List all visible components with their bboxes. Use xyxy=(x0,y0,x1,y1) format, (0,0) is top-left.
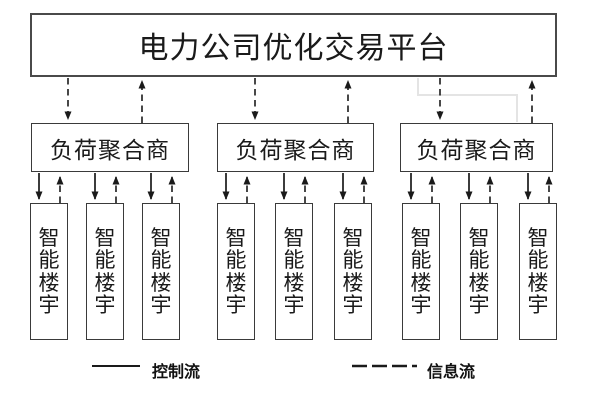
building-box-5: 智能楼宇 xyxy=(275,203,313,340)
aggregator-box-1: 负荷聚合商 xyxy=(31,123,189,172)
building-label: 智能楼宇 xyxy=(94,226,116,317)
building-box-3: 智能楼宇 xyxy=(142,203,180,340)
platform-box: 电力公司优化交易平台 xyxy=(30,13,557,77)
faint-artifact-line xyxy=(417,78,518,122)
aggregator-label: 负荷聚合商 xyxy=(235,137,356,163)
building-box-9: 智能楼宇 xyxy=(519,203,557,340)
building-label: 智能楼宇 xyxy=(527,226,549,317)
info-flow-platform-aggregator xyxy=(64,78,536,123)
building-label: 智能楼宇 xyxy=(225,226,247,317)
building-box-4: 智能楼宇 xyxy=(217,203,255,340)
building-box-1: 智能楼宇 xyxy=(30,203,68,340)
aggregator-label: 负荷聚合商 xyxy=(416,137,537,163)
building-label: 智能楼宇 xyxy=(283,226,305,317)
building-box-8: 智能楼宇 xyxy=(460,203,498,340)
info-flow-building-aggregator xyxy=(56,176,553,203)
platform-label: 电力公司优化交易平台 xyxy=(138,32,449,65)
building-label: 智能楼宇 xyxy=(342,226,364,317)
building-box-7: 智能楼宇 xyxy=(402,203,440,340)
legend-control-flow-label: 控制流 xyxy=(152,364,201,381)
control-flow-aggregator-building xyxy=(35,173,532,200)
building-box-2: 智能楼宇 xyxy=(86,203,124,340)
building-box-6: 智能楼宇 xyxy=(334,203,372,340)
building-label: 智能楼宇 xyxy=(468,226,490,317)
building-label: 智能楼宇 xyxy=(150,226,172,317)
aggregator-box-3: 负荷聚合商 xyxy=(400,123,553,172)
aggregator-box-2: 负荷聚合商 xyxy=(217,123,374,172)
aggregator-label: 负荷聚合商 xyxy=(50,137,170,163)
legend-info-flow-label: 信息流 xyxy=(427,364,476,381)
building-label: 智能楼宇 xyxy=(410,226,432,317)
building-label: 智能楼宇 xyxy=(38,226,60,317)
